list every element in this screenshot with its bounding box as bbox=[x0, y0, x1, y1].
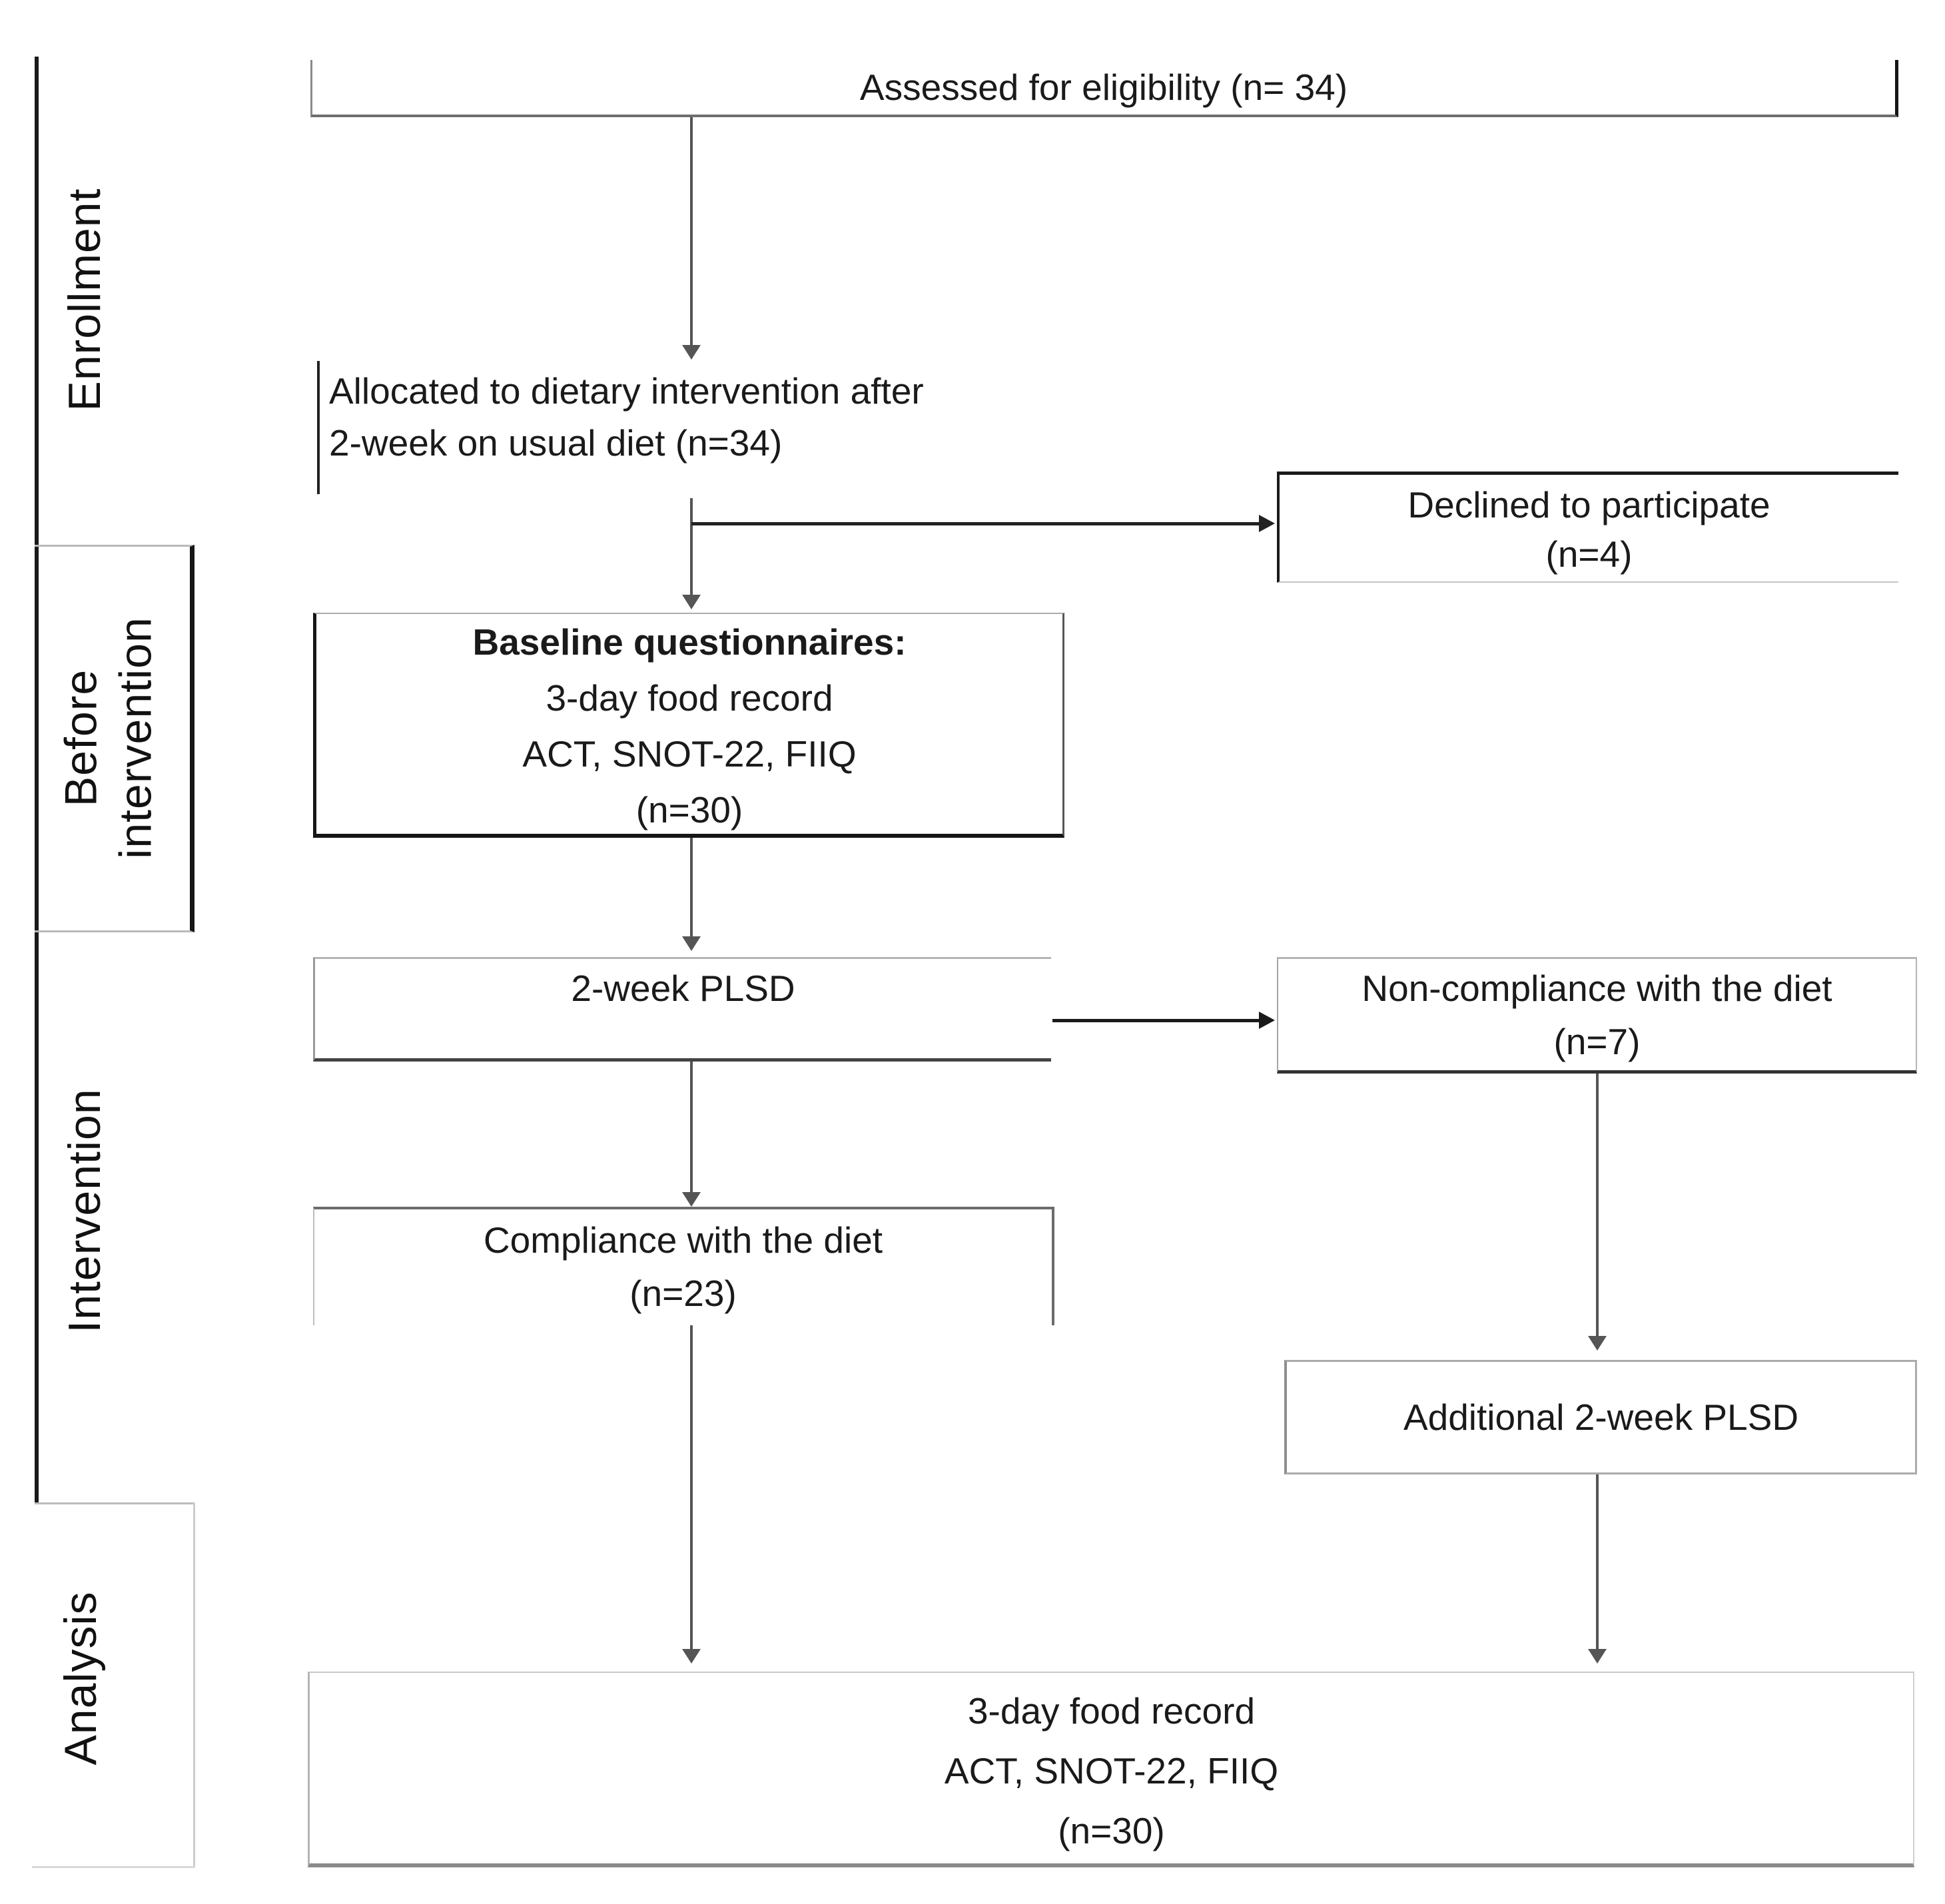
arrow-allocated-to-baseline-line bbox=[690, 498, 693, 595]
phase-label-intervention: Intervention bbox=[59, 1088, 111, 1333]
assessed-box: Assessed for eligibility (n= 34) bbox=[310, 60, 1898, 117]
arrow-additional-to-final-head bbox=[1588, 1649, 1607, 1664]
allocated-box: Allocated to dietary intervention after … bbox=[329, 365, 1162, 469]
branch-declined-line bbox=[691, 522, 1261, 525]
phase-frame-before-intervention bbox=[35, 545, 195, 932]
branch-declined-arrowhead bbox=[1259, 515, 1275, 532]
phase-rail-line bbox=[35, 57, 39, 1504]
arrow-compliance-to-final-head bbox=[682, 1649, 701, 1664]
arrow-allocated-to-baseline-head bbox=[682, 595, 701, 609]
additional-plsd-text: Additional 2-week PLSD bbox=[1403, 1397, 1799, 1438]
plsd-text: 2-week PLSD bbox=[571, 968, 795, 1009]
arrow-plsd-to-compliance-head bbox=[682, 1192, 701, 1207]
compliance-box: Compliance with the diet (n=23) bbox=[313, 1207, 1054, 1325]
phase-label-enrollment: Enrollment bbox=[59, 188, 111, 412]
branch-noncompliance-line bbox=[1052, 1019, 1260, 1022]
noncompliance-line-1: Non-compliance with the diet bbox=[1362, 968, 1832, 1009]
phase-divider-intervention-bottom bbox=[35, 1502, 195, 1504]
arrow-assessed-to-allocated-head bbox=[682, 345, 701, 360]
compliance-line-1: Compliance with the diet bbox=[483, 1219, 883, 1261]
baseline-box: Baseline questionnaires: 3-day food reco… bbox=[313, 613, 1064, 838]
allocated-line-1: Allocated to dietary intervention after bbox=[329, 370, 924, 412]
arrow-assessed-to-allocated-line bbox=[690, 117, 693, 345]
final-line-3: (n=30) bbox=[1058, 1810, 1165, 1851]
branch-noncompliance-arrowhead bbox=[1259, 1012, 1275, 1029]
phase-divider-analysis-right bbox=[193, 1502, 195, 1867]
assessed-text: Assessed for eligibility (n= 34) bbox=[859, 67, 1348, 108]
additional-plsd-box: Additional 2-week PLSD bbox=[1284, 1360, 1917, 1474]
compliance-line-2: (n=23) bbox=[629, 1273, 737, 1314]
noncompliance-box: Non-compliance with the diet (n=7) bbox=[1277, 957, 1917, 1074]
baseline-line-1: 3-day food record bbox=[546, 677, 833, 719]
baseline-title: Baseline questionnaires: bbox=[472, 621, 907, 663]
arrow-plsd-to-compliance-line bbox=[690, 1062, 693, 1192]
allocated-line-2: 2-week on usual diet (n=34) bbox=[329, 422, 783, 464]
baseline-line-3: (n=30) bbox=[635, 789, 743, 830]
arrow-baseline-to-plsd-head bbox=[682, 936, 701, 951]
declined-box: Declined to participate (n=4) bbox=[1277, 472, 1898, 583]
phase-divider-analysis-bottom bbox=[32, 1866, 195, 1868]
final-line-2: ACT, SNOT-22, FIIQ bbox=[944, 1750, 1279, 1791]
arrow-baseline-to-plsd-line bbox=[690, 838, 693, 936]
phase-label-analysis: Analysis bbox=[55, 1591, 107, 1765]
final-line-1: 3-day food record bbox=[967, 1690, 1256, 1732]
arrow-noncompliance-to-additional-line bbox=[1596, 1074, 1599, 1336]
declined-line-2: (n=4) bbox=[1545, 533, 1633, 575]
noncompliance-line-2: (n=7) bbox=[1553, 1021, 1641, 1062]
phase-label-before-intervention: Before intervention bbox=[55, 617, 161, 859]
arrow-additional-to-final-line bbox=[1596, 1474, 1599, 1649]
baseline-line-2: ACT, SNOT-22, FIIQ bbox=[522, 733, 857, 775]
final-analysis-box: 3-day food record ACT, SNOT-22, FIIQ (n=… bbox=[308, 1672, 1914, 1867]
arrow-noncompliance-to-additional-head bbox=[1588, 1336, 1607, 1351]
declined-line-1: Declined to participate bbox=[1407, 484, 1770, 525]
plsd-box: 2-week PLSD bbox=[313, 957, 1051, 1062]
allocated-left-border bbox=[317, 361, 320, 494]
arrow-compliance-to-final-line bbox=[690, 1325, 693, 1649]
